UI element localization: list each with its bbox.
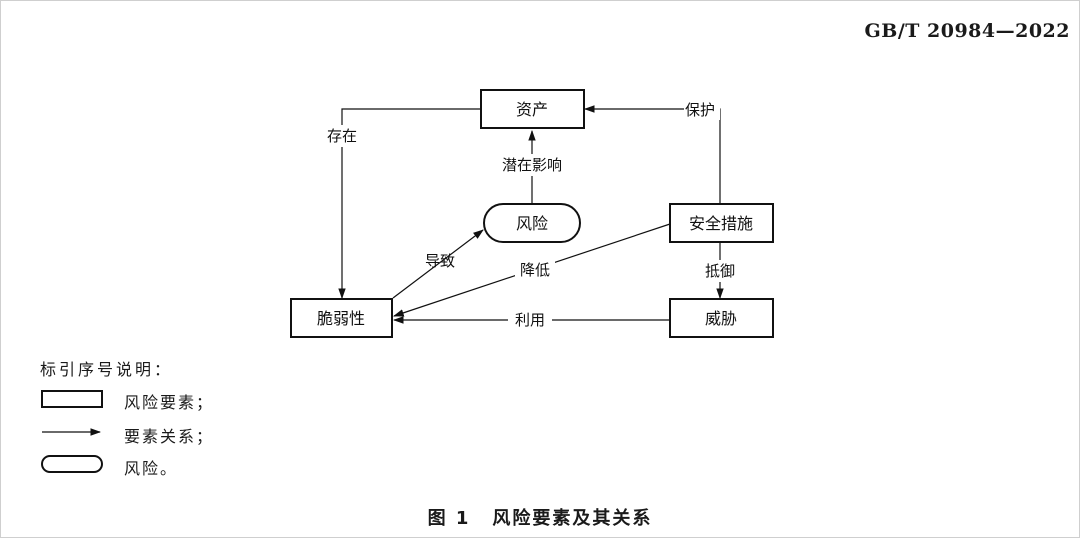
node-threat: 威胁 [669,298,774,338]
node-asset: 资产 [480,89,585,129]
node-security-measures: 安全措施 [669,203,774,243]
label-potential-impact: 潜在影响 [502,156,562,174]
label-cause: 导致 [425,252,455,270]
node-asset-label: 资产 [516,100,548,119]
standard-number: GB/T 20984—2022 [864,20,1070,42]
label-exploit: 利用 [515,311,545,329]
legend-title: 标引序号说明： [40,360,174,379]
node-risk: 风险 [483,203,581,243]
node-threat-label: 威胁 [705,309,737,328]
legend-item-element-relation: 要素关系； [124,427,215,446]
node-vulnerability-label: 脆弱性 [317,309,365,328]
node-vulnerability: 脆弱性 [290,298,393,338]
figure-caption: 图 1 风险要素及其关系 [0,504,1080,530]
label-resist: 抵御 [705,262,735,280]
edge-protect [583,105,721,205]
legend-rounded-symbol [41,455,103,473]
figure-number: 图 1 [427,508,471,529]
label-protect: 保护 [685,101,715,119]
legend-rect-symbol [41,390,103,408]
legend-item-risk: 风险。 [124,459,179,478]
legend-item-risk-element: 风险要素； [124,393,215,412]
edge-cause [392,229,484,299]
edge-exist [338,108,481,300]
node-risk-label: 风险 [516,214,548,233]
label-exist: 存在 [327,127,357,145]
node-security-measures-label: 安全措施 [689,214,753,233]
label-reduce: 降低 [520,261,550,279]
figure-title: 风险要素及其关系 [492,508,653,529]
